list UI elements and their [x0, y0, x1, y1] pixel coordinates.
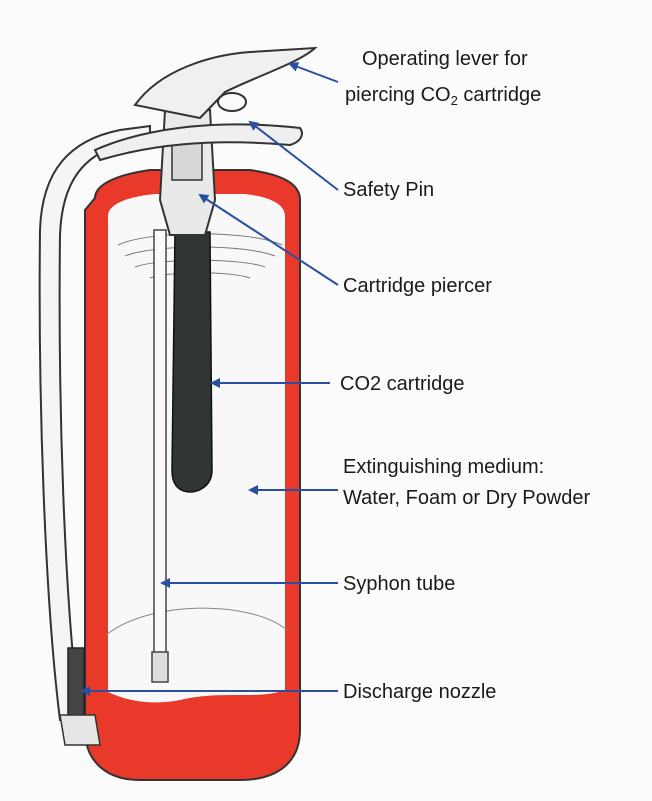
discharge-nozzle-shape — [68, 648, 84, 718]
label-extinguishing-medium: Extinguishing medium: — [343, 455, 544, 479]
label-syphon-tube: Syphon tube — [343, 572, 455, 596]
label-safety-pin: Safety Pin — [343, 178, 434, 202]
label-cartridge-piercer: Cartridge piercer — [343, 274, 492, 298]
label-medium-types: Water, Foam or Dry Powder — [343, 486, 590, 510]
label-piercing-subscript: 2 — [451, 93, 458, 108]
syphon-tip — [152, 652, 168, 682]
label-discharge-nozzle: Discharge nozzle — [343, 680, 496, 704]
operating-lever — [135, 48, 315, 118]
safety-pin-ring — [218, 93, 246, 111]
label-co2-cartridge: CO2 cartridge — [340, 372, 465, 396]
label-operating-lever: Operating lever for — [362, 47, 528, 71]
arrow-operating-lever — [290, 64, 338, 82]
co2-cartridge-shape — [172, 232, 212, 492]
syphon-tube-shape — [154, 230, 166, 680]
label-operating-lever-2: piercing CO2 cartridge — [345, 83, 541, 113]
label-piercing-prefix: piercing CO — [345, 84, 451, 106]
nozzle-base — [60, 715, 100, 745]
label-operating-lever-line1: Operating lever for — [362, 48, 528, 70]
label-piercing-suffix: cartridge — [458, 84, 541, 106]
